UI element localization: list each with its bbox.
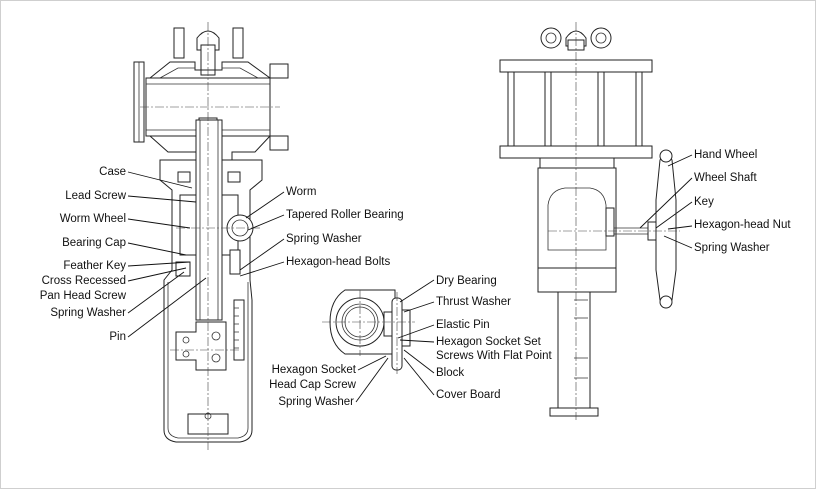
hand-wheel — [655, 154, 677, 306]
upper-cover — [149, 61, 271, 79]
label-cover-board: Cover Board — [436, 389, 501, 401]
label-spring-washer-detail: Spring Washer — [278, 396, 354, 408]
top-lug-left — [173, 27, 185, 59]
label-spring-washer-mid: Spring Washer — [286, 233, 362, 245]
label-block: Block — [436, 367, 464, 379]
case-body — [159, 159, 263, 443]
detail-cover-board — [401, 309, 411, 347]
label-case: Case — [99, 166, 126, 178]
label-hexagon-head-nut: Hexagon-head Nut — [694, 219, 791, 231]
label-dry-bearing: Dry Bearing — [436, 275, 497, 287]
worm-detail-view — [322, 289, 415, 374]
label-pin: Pin — [109, 331, 126, 343]
worm-wheel-left — [179, 194, 197, 256]
label-hex-socket: Hexagon Socket — [272, 364, 357, 376]
label-worm: Worm — [286, 186, 316, 198]
label-hex-socket-set: Hexagon Socket Set — [436, 336, 542, 348]
label-head-cap-screw: Head Cap Screw — [269, 379, 357, 391]
side-labels: Hand Wheel Wheel Shaft Key Hexagon-head … — [639, 149, 791, 254]
label-thrust-washer: Thrust Washer — [436, 296, 511, 308]
lower-column — [557, 291, 591, 413]
detail-labels: Dry Bearing Thrust Washer Elastic Pin He… — [269, 275, 552, 408]
label-tapered-roller-bearing: Tapered Roller Bearing — [286, 209, 404, 221]
label-cross-recessed: Cross Recessed — [42, 275, 126, 287]
lifting-eye-left — [540, 27, 562, 49]
top-lug-right — [232, 27, 244, 59]
label-worm-wheel: Worm Wheel — [60, 213, 126, 225]
front-section-view — [133, 22, 289, 450]
label-hand-wheel: Hand Wheel — [694, 149, 757, 161]
lifting-eye-right — [590, 27, 612, 49]
label-screws-flat-point: Screws With Flat Point — [436, 350, 552, 362]
label-pan-head-screw: Pan Head Screw — [40, 290, 127, 302]
label-feather-key: Feather Key — [63, 260, 126, 272]
label-spring-washer-side: Spring Washer — [694, 242, 770, 254]
label-wheel-shaft: Wheel Shaft — [694, 172, 757, 184]
label-elastic-pin: Elastic Pin — [436, 319, 490, 331]
label-spring-washer-left: Spring Washer — [50, 307, 126, 319]
side-view — [499, 22, 680, 420]
front-right-labels: Worm Tapered Roller Bearing Spring Washe… — [239, 186, 404, 277]
label-bearing-cap: Bearing Cap — [62, 237, 126, 249]
position-scale — [233, 299, 245, 361]
gearbox-housing — [537, 167, 617, 269]
block — [175, 321, 227, 371]
label-lead-screw: Lead Screw — [65, 190, 126, 202]
label-key: Key — [694, 196, 714, 208]
label-hexagon-head-bolts: Hexagon-head Bolts — [286, 256, 390, 268]
front-left-labels: Case Lead Screw Worm Wheel Bearing Cap F… — [40, 166, 207, 343]
